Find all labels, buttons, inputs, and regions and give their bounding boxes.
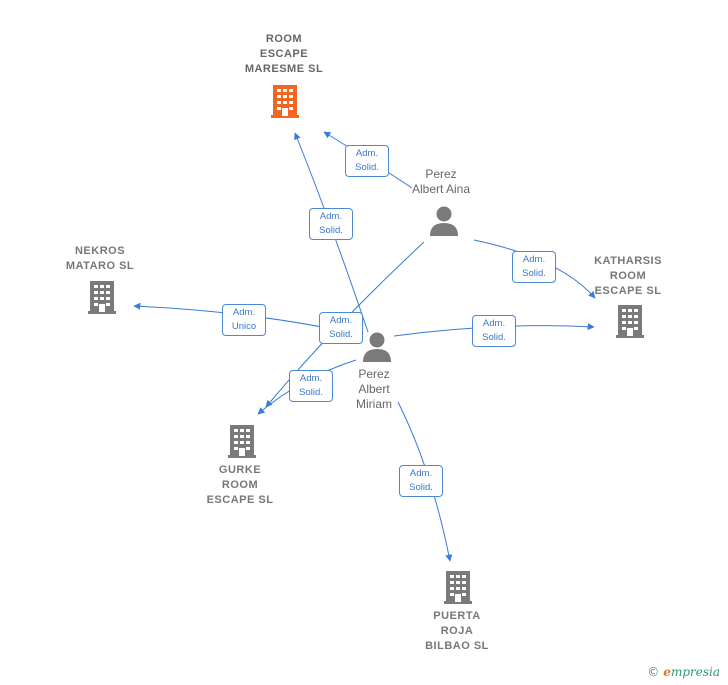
company-label-nekros-mataro[interactable]: NEKROS MATARO SL xyxy=(65,245,135,272)
copyright-icon: © xyxy=(647,665,660,679)
relation-label-aina-katharsis[interactable]: Adm. Solid. xyxy=(512,251,556,283)
company-label-room-escape-maresme[interactable]: ROOM ESCAPE MARESME SL xyxy=(244,33,324,75)
person-icon[interactable] xyxy=(429,205,459,237)
relation-label-aina-gurke[interactable]: Adm. Solid. xyxy=(319,312,363,344)
building-icon[interactable] xyxy=(86,279,118,315)
person-icon[interactable] xyxy=(362,331,392,363)
brand-initial: e xyxy=(663,665,671,679)
relation-label-miriam-maresme[interactable]: Adm. Solid. xyxy=(309,208,353,240)
person-label-perez-albert-aina[interactable]: Perez Albert Aina xyxy=(411,167,471,196)
person-label-perez-albert-miriam[interactable]: Perez Albert Miriam xyxy=(356,367,392,411)
building-icon[interactable] xyxy=(226,423,258,459)
relation-label-miriam-nekros[interactable]: Adm. Unico xyxy=(222,304,266,336)
building-icon[interactable] xyxy=(442,569,474,605)
building-icon[interactable] xyxy=(269,83,301,119)
company-label-puerta-roja[interactable]: PUERTA ROJA BILBAO SL xyxy=(425,610,489,652)
company-label-gurke[interactable]: GURKE ROOM ESCAPE SL xyxy=(206,464,274,506)
brand-footer: ©empresia xyxy=(647,665,720,679)
relation-label-miriam-katharsis[interactable]: Adm. Solid. xyxy=(472,315,516,347)
company-label-katharsis[interactable]: KATHARSIS ROOM ESCAPE SL xyxy=(594,255,662,297)
relation-label-miriam-gurke[interactable]: Adm. Solid. xyxy=(289,370,333,402)
relation-label-miriam-puerta[interactable]: Adm. Solid. xyxy=(399,465,443,497)
relation-label-aina-maresme[interactable]: Adm. Solid. xyxy=(345,145,389,177)
building-icon[interactable] xyxy=(614,303,646,339)
brand-name: mpresia xyxy=(670,665,720,679)
